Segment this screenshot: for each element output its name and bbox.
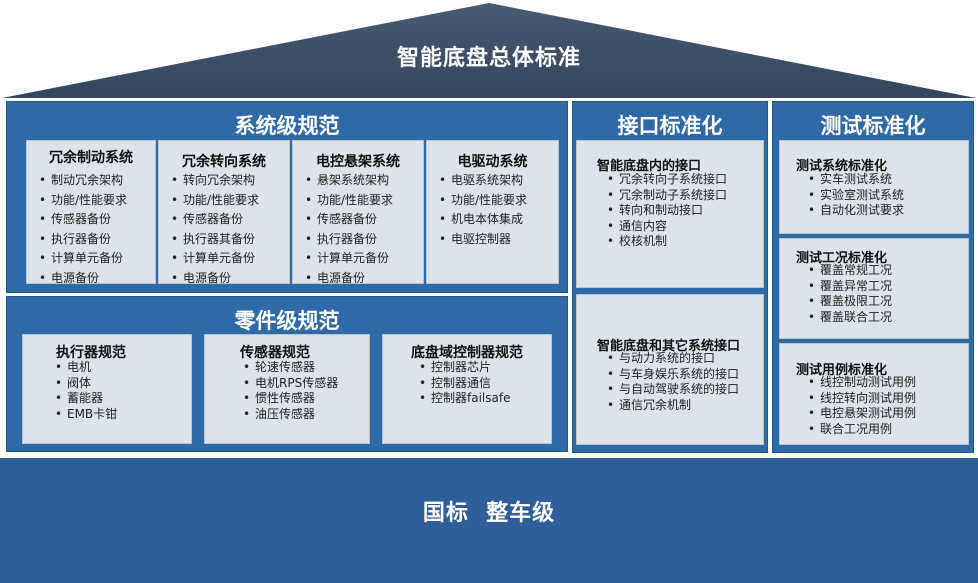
list-item: 实车测试系统 (808, 172, 904, 188)
base-foundation (0, 458, 978, 583)
list-item: 机电本体集成 (439, 210, 527, 230)
list-item: 功能/性能要求 (39, 191, 127, 211)
redundant-brake-card: 冗余制动系统 制动冗余架构 功能/性能要求 传感器备份 执行器备份 计算单元备份… (26, 140, 156, 288)
list-item: 计算单元备份 (171, 249, 259, 269)
list-item: 电驱控制器 (439, 230, 527, 250)
list-item: 传感器备份 (305, 210, 393, 230)
list-item: 计算单元备份 (305, 249, 393, 269)
base-title: 国标 整车级 (422, 501, 556, 526)
test-condition-card: 测试工况标准化 覆盖常规工况 覆盖异常工况 覆盖极限工况 覆盖联合工况 (779, 238, 969, 339)
list-item: 功能/性能要求 (171, 191, 259, 211)
list-item: 转向和制动接口 (607, 203, 727, 219)
list-item: 阀体 (55, 376, 117, 392)
list-item: 计算单元备份 (39, 249, 127, 269)
list-item: 执行器其备份 (171, 230, 259, 250)
list-item: 联合工况用例 (808, 422, 916, 438)
list-item: 控制器通信 (419, 376, 510, 392)
card-title: 传感器规范 (240, 345, 310, 361)
card-title: 电驱动系统 (457, 154, 528, 170)
part-spec-title: 零件级规范 (234, 309, 340, 333)
card-title: 执行器规范 (56, 345, 126, 361)
list-item: 校核机制 (607, 234, 727, 250)
list-item: 电源备份 (305, 269, 393, 289)
list-item: 冗余转向子系统接口 (607, 172, 727, 188)
list-item: 电控悬架测试用例 (808, 406, 916, 422)
list-item: 覆盖常规工况 (808, 263, 892, 279)
electronic-suspension-card: 电控悬架系统 悬架系统架构 功能/性能要求 传感器备份 执行器备份 计算单元备份… (292, 140, 424, 288)
list-item: 与自动驾驶系统的接口 (607, 382, 739, 398)
test-system-card: 测试系统标准化 实车测试系统 实验室测试系统 自动化测试要求 (779, 140, 969, 234)
list-item: 线控转向测试用例 (808, 391, 916, 407)
list-item: 控制器芯片 (419, 360, 510, 376)
card-title: 冗余制动系统 (49, 150, 133, 166)
list-item: 通信冗余机制 (607, 398, 739, 414)
actuator-spec-card: 执行器规范 电机 阀体 蓄能器 EMB卡钳 (22, 334, 192, 444)
list-item: 惯性传感器 (243, 391, 338, 407)
list-item: 传感器备份 (171, 210, 259, 230)
list-item: 电机RPS传感器 (243, 376, 338, 392)
list-item: 执行器备份 (305, 230, 393, 250)
list-item: 轮速传感器 (243, 360, 338, 376)
redundant-steering-card: 冗余转向系统 转向冗余架构 功能/性能要求 传感器备份 执行器其备份 计算单元备… (158, 140, 290, 288)
list-item: 自动化测试要求 (808, 203, 904, 219)
list-item: 与车身娱乐系统的接口 (607, 367, 739, 383)
list-item: 电机 (55, 360, 117, 376)
test-std-title: 测试标准化 (820, 114, 926, 138)
internal-interface-card: 智能底盘内的接口 冗余转向子系统接口 冗余制动子系统接口 转向和制动接口 通信内… (576, 140, 764, 288)
list-item: 控制器failsafe (419, 391, 510, 407)
list-item: 转向冗余架构 (171, 171, 259, 191)
overall-standard-title: 智能底盘总体标准 (396, 46, 581, 71)
external-interface-card: 智能底盘和其它系统接口 与动力系统的接口 与车身娱乐系统的接口 与自动驾驶系统的… (576, 294, 764, 445)
list-item: 制动冗余架构 (39, 171, 127, 191)
list-item: 与动力系统的接口 (607, 351, 739, 367)
list-item: 线控制动测试用例 (808, 375, 916, 391)
card-title: 电控悬架系统 (316, 154, 400, 170)
card-title: 测试系统标准化 (796, 159, 888, 174)
interface-std-title: 接口标准化 (617, 114, 723, 138)
list-item: 冗余制动子系统接口 (607, 188, 727, 204)
roof-triangle (2, 3, 976, 98)
list-item: 传感器备份 (39, 210, 127, 230)
card-title: 底盘域控制器规范 (411, 345, 523, 361)
list-item: EMB卡钳 (55, 407, 117, 423)
electric-drive-card: 电驱动系统 电驱系统架构 功能/性能要求 机电本体集成 电驱控制器 (426, 140, 559, 284)
list-item: 覆盖极限工况 (808, 294, 892, 310)
list-item: 蓄能器 (55, 391, 117, 407)
list-item: 悬架系统架构 (305, 171, 393, 191)
card-title: 冗余转向系统 (182, 154, 266, 170)
list-item: 执行器备份 (39, 230, 127, 250)
list-item: 电驱系统架构 (439, 171, 527, 191)
card-title: 智能底盘内的接口 (597, 159, 702, 174)
list-item: 油压传感器 (243, 407, 338, 423)
list-item: 功能/性能要求 (305, 191, 393, 211)
list-item: 覆盖联合工况 (808, 310, 892, 326)
list-item: 通信内容 (607, 219, 727, 235)
list-item: 电源备份 (171, 269, 259, 289)
sensor-spec-card: 传感器规范 轮速传感器 电机RPS传感器 惯性传感器 油压传感器 (204, 334, 370, 444)
system-spec-title: 系统级规范 (234, 114, 340, 138)
list-item: 电源备份 (39, 269, 127, 289)
list-item: 覆盖异常工况 (808, 279, 892, 295)
list-item: 实验室测试系统 (808, 188, 904, 204)
chassis-controller-spec-card: 底盘域控制器规范 控制器芯片 控制器通信 控制器failsafe (382, 334, 552, 444)
list-item: 功能/性能要求 (439, 191, 527, 211)
test-case-card: 测试用例标准化 线控制动测试用例 线控转向测试用例 电控悬架测试用例 联合工况用… (779, 343, 969, 445)
